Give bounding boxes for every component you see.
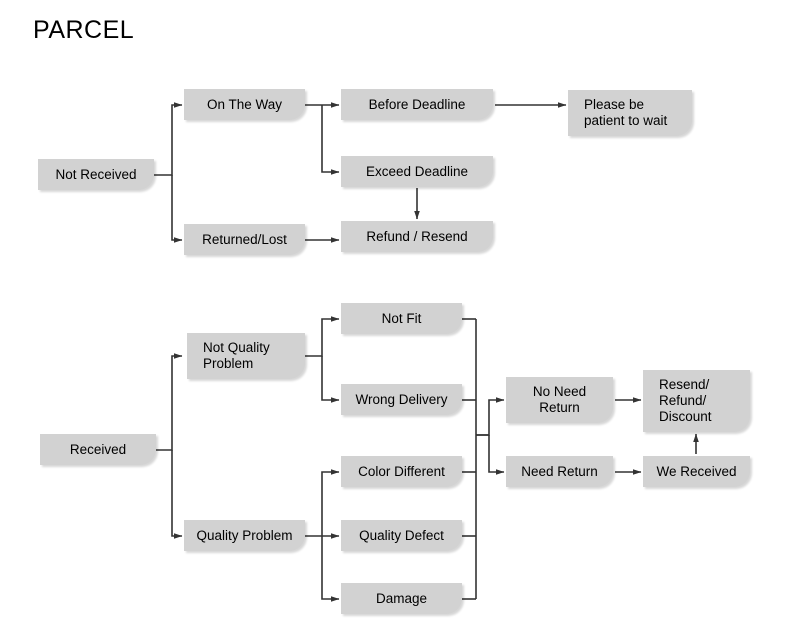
node-label-please-be-patient: Please be patient to wait (584, 97, 668, 128)
node-label-received: Received (69, 441, 127, 457)
node-label-before-deadline: Before Deadline (368, 96, 466, 112)
node-label-damage: Damage (375, 590, 428, 606)
node-label-quality-defect: Quality Defect (359, 527, 444, 543)
edge-on-the-way-to-exceed-deadline (321, 105, 340, 175)
node-we-received[interactable]: We Received (643, 456, 750, 487)
node-before-deadline[interactable]: Before Deadline (341, 89, 493, 120)
edge-received-to-quality-problem (171, 450, 183, 539)
page-title: PARCEL (33, 16, 135, 44)
node-not-quality-problem[interactable]: Not Quality Problem (187, 333, 305, 379)
node-color-different[interactable]: Color Different (341, 456, 462, 487)
node-label-need-return: Need Return (521, 463, 598, 479)
node-label-on-the-way: On The Way (206, 96, 283, 112)
edge-received-to-not-quality-problem (156, 353, 183, 451)
node-not-received[interactable]: Not Received (38, 159, 154, 190)
node-label-we-received: We Received (656, 463, 737, 479)
node-label-resend-refund-discount: Resend/ Refund/ Discount (659, 377, 712, 424)
edge-not-received-to-on-the-way (154, 102, 183, 176)
node-resend-refund-discount[interactable]: Resend/ Refund/ Discount (643, 370, 750, 432)
node-on-the-way[interactable]: On The Way (184, 89, 305, 120)
node-label-returned-lost: Returned/Lost (202, 231, 287, 247)
node-label-refund-resend: Refund / Resend (366, 228, 468, 244)
edge-issues-bus-to-need-return (488, 435, 505, 475)
edge-quality-problem-to-damage (321, 536, 340, 602)
node-need-return[interactable]: Need Return (506, 456, 613, 487)
node-label-color-different: Color Different (358, 463, 445, 479)
node-label-not-fit: Not Fit (381, 310, 422, 326)
node-no-need-return[interactable]: No Need Return (506, 377, 613, 423)
node-label-quality-problem: Quality Problem (196, 527, 293, 543)
issues-collector-bus (462, 318, 489, 600)
edge-not-received-to-returned-lost (171, 175, 183, 243)
node-returned-lost[interactable]: Returned/Lost (184, 224, 305, 255)
edge-quality-problem-to-color-different (305, 469, 340, 537)
edge-not-quality-problem-to-not-fit (305, 316, 340, 357)
node-label-no-need-return: No Need Return (532, 384, 587, 415)
edge-not-quality-problem-to-wrong-delivery (321, 356, 340, 403)
node-label-not-received: Not Received (55, 166, 137, 182)
node-label-exceed-deadline: Exceed Deadline (365, 163, 469, 179)
node-received[interactable]: Received (40, 434, 156, 465)
node-not-fit[interactable]: Not Fit (341, 303, 462, 334)
node-refund-resend[interactable]: Refund / Resend (341, 221, 493, 252)
node-damage[interactable]: Damage (341, 583, 462, 614)
node-quality-problem[interactable]: Quality Problem (184, 520, 305, 551)
node-label-wrong-delivery: Wrong Delivery (355, 391, 448, 407)
node-exceed-deadline[interactable]: Exceed Deadline (341, 156, 493, 187)
node-label-not-quality-problem: Not Quality Problem (203, 340, 270, 371)
edge-issues-bus-to-no-need-return (476, 397, 505, 436)
node-please-be-patient[interactable]: Please be patient to wait (568, 90, 692, 136)
node-wrong-delivery[interactable]: Wrong Delivery (341, 384, 462, 415)
node-quality-defect[interactable]: Quality Defect (341, 520, 462, 551)
